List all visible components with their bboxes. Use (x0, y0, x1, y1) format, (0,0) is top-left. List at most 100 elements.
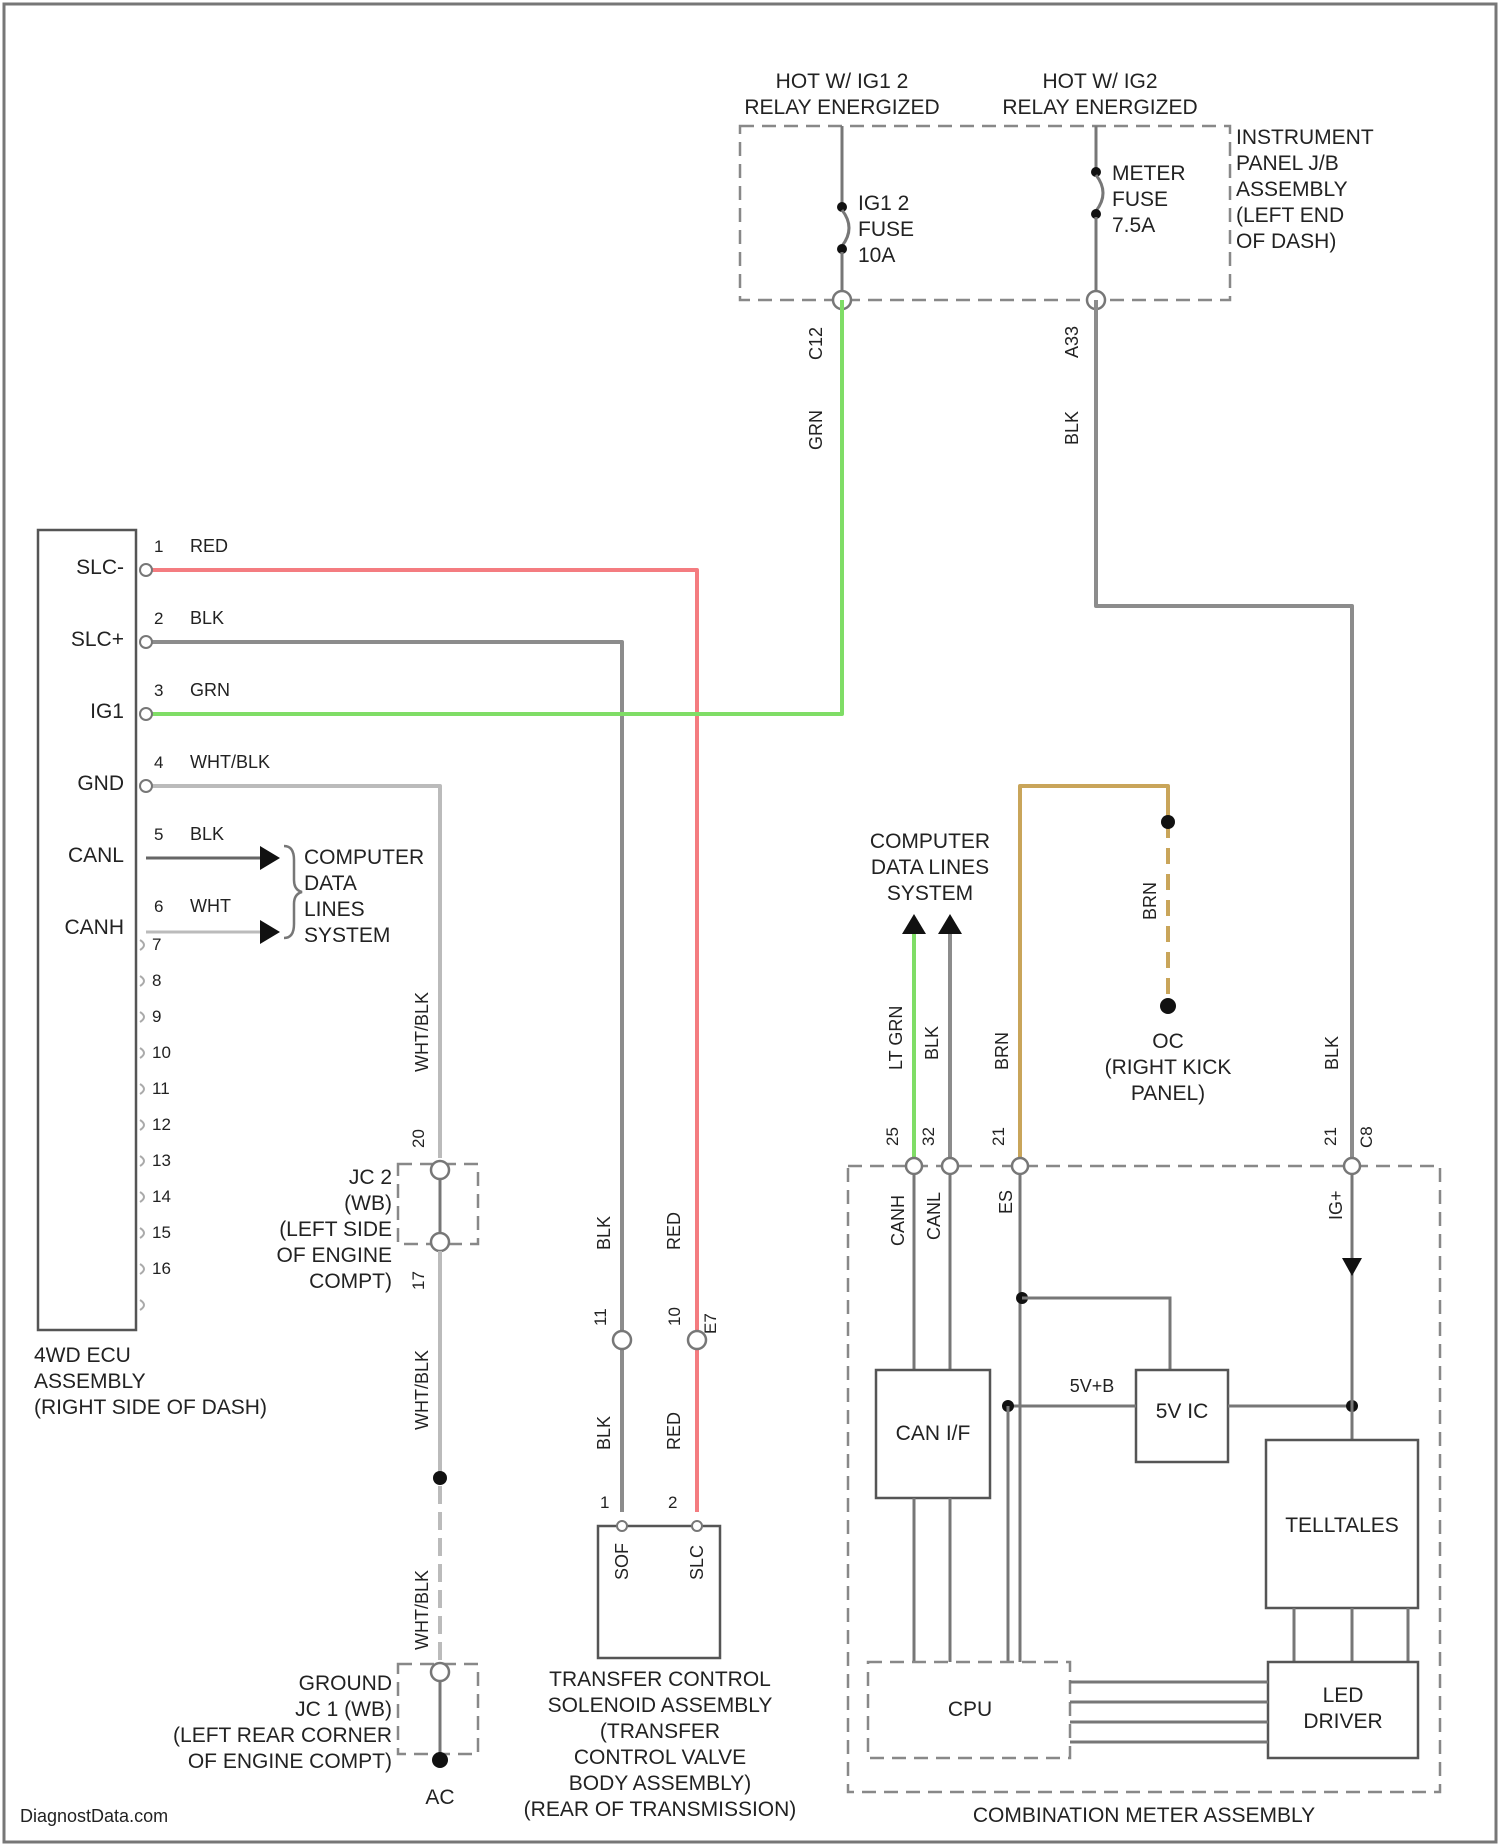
meter-brn-dot-top (1161, 815, 1175, 829)
ecu-pin6-name: CANH (64, 916, 124, 939)
ecu-data-3: SYSTEM (304, 924, 390, 947)
meter-w-brn: BRN (992, 1032, 1012, 1070)
jc2-3: OF ENGINE (276, 1244, 392, 1267)
jc2-1: (WB) (344, 1192, 392, 1215)
five-v-ic-label: 5V IC (1156, 1400, 1209, 1423)
jc2-4: COMPT) (309, 1270, 392, 1293)
ecu-pin6-num: 6 (154, 897, 163, 916)
gnd-1: JC 1 (WB) (295, 1698, 392, 1721)
cpu-label: CPU (948, 1698, 992, 1721)
wire1-conn: C12 (806, 327, 826, 360)
fuse1-l2: 10A (858, 244, 895, 267)
ecu-pin2-num: 2 (154, 609, 163, 628)
tr-term-r (692, 1521, 702, 1531)
ecu-pin-15: 15 (152, 1223, 171, 1242)
ecu-pin2-color: BLK (190, 608, 224, 628)
ecu-pin3-num: 3 (154, 681, 163, 700)
ecu-data-1: DATA (304, 872, 357, 895)
ecu-pin-16: 16 (152, 1259, 171, 1278)
meter-conn-canh (906, 1158, 922, 1174)
led-label-0: LED (1323, 1684, 1364, 1707)
wire2-conn: A33 (1062, 326, 1082, 358)
tr-term-l (617, 1521, 627, 1531)
ground-point-icon (432, 1752, 448, 1768)
gnd-2: (LEFT REAR CORNER (173, 1724, 392, 1747)
tr-pin-r2: 2 (668, 1493, 677, 1512)
ecu-data-0: COMPUTER (304, 846, 424, 869)
led-label-1: DRIVER (1303, 1710, 1382, 1733)
transfer-solenoid: BLK RED 11 10 E7 BLK RED 1 2 SOF SLC TRA… (524, 1212, 797, 1821)
ecu-name-2: (RIGHT SIDE OF DASH) (34, 1396, 267, 1419)
ecu-pin1-num: 1 (154, 537, 163, 556)
meter-w-blk2: BLK (1322, 1036, 1342, 1070)
tr-name-5: (REAR OF TRANSMISSION) (524, 1798, 797, 1821)
ecu-pin-7: 7 (152, 935, 161, 954)
gnd-3: OF ENGINE COMPT) (188, 1750, 392, 1773)
tr-conn-left (613, 1331, 631, 1349)
tr-wire-left2: BLK (594, 1416, 614, 1450)
ecu-pin-9: 9 (152, 1007, 161, 1026)
fuse2-l0: METER (1112, 162, 1186, 185)
gnd-wire-color-1: WHT/BLK (412, 992, 432, 1072)
fuse2-element (1096, 175, 1103, 211)
gnd-id: AC (425, 1786, 454, 1809)
meter-conn-es (1012, 1158, 1028, 1174)
jc2-conn-b (431, 1233, 449, 1251)
jc2-0: JC 2 (349, 1166, 392, 1189)
hot-ig1-line2: RELAY ENERGIZED (744, 96, 939, 119)
telltales-label: TELLTALES (1285, 1514, 1399, 1537)
tr-term-l-name: SOF (612, 1543, 632, 1580)
jc2-2: (LEFT SIDE (279, 1218, 392, 1241)
ecu-unused-pins: 7 8 9 10 11 12 13 14 15 16 (140, 935, 171, 1310)
wire2-color: BLK (1062, 411, 1082, 445)
hot-ig-line2: RELAY ENERGIZED (1002, 96, 1197, 119)
jb-label-0: INSTRUMENT (1236, 126, 1374, 149)
meter-t-es: ES (996, 1190, 1016, 1214)
jb-label-4: OF DASH) (1236, 230, 1336, 253)
meter-data-0: COMPUTER (870, 830, 990, 853)
ecu-canl-arrow-icon (260, 846, 280, 870)
hot-ig1-line1: HOT W/ IG1 2 (776, 70, 909, 93)
wire-blk-meter (1096, 300, 1352, 1168)
diode-icon (1342, 1258, 1362, 1276)
gnd-pin-b: 17 (409, 1271, 428, 1290)
ecu-pin3-color: GRN (190, 680, 230, 700)
ecu-pin-10: 10 (152, 1043, 171, 1062)
hot-ig-line1: HOT W/ IG2 (1042, 70, 1157, 93)
meter-t-canl: CANL (924, 1192, 944, 1240)
wire1-color: GRN (806, 410, 826, 450)
tr-name-0: TRANSFER CONTROL (549, 1668, 771, 1691)
ecu-pin1-color: RED (190, 536, 228, 556)
tr-name-4: BODY ASSEMBLY) (569, 1772, 751, 1795)
outer-border (4, 4, 1496, 1842)
ecu-pin5-num: 5 (154, 825, 163, 844)
meter-pin-es: 21 (989, 1127, 1008, 1146)
gnd-wire-color-3: WHT/BLK (412, 1570, 432, 1650)
tr-pin-r: 10 (665, 1307, 684, 1326)
fuse2-l1: FUSE (1112, 188, 1168, 211)
ecu-pin-11: 11 (152, 1079, 170, 1098)
meter-ground-icon (1160, 998, 1176, 1014)
jb-label-2: ASSEMBLY (1236, 178, 1348, 201)
ecu-name-0: 4WD ECU (34, 1344, 131, 1367)
tr-wire-right2: RED (664, 1412, 684, 1450)
meter-t-canh: CANH (888, 1195, 908, 1246)
meter-t-ig: IG+ (1326, 1190, 1346, 1220)
tr-term-r-name: SLC (687, 1545, 707, 1580)
fuse1-element (842, 210, 849, 246)
meter-pin-ig: 21 (1321, 1127, 1340, 1146)
meter-w-ltgrn: LT GRN (886, 1006, 906, 1070)
gnd-splice-dot (433, 1471, 447, 1485)
meter-w-brn2: BRN (1140, 882, 1160, 920)
ecu-data-brace (284, 846, 302, 938)
meter-name: COMBINATION METER ASSEMBLY (973, 1804, 1315, 1827)
watermark: DiagnostData.com (20, 1806, 168, 1826)
meter-gnd-2: PANEL) (1131, 1082, 1205, 1105)
jb-label-3: (LEFT END (1236, 204, 1344, 227)
jb-label-1: PANEL J/B (1236, 152, 1339, 175)
meter-pin-canh: 25 (883, 1127, 902, 1146)
meter-pin-canl: 32 (919, 1127, 938, 1146)
ecu-data-2: LINES (304, 898, 365, 921)
